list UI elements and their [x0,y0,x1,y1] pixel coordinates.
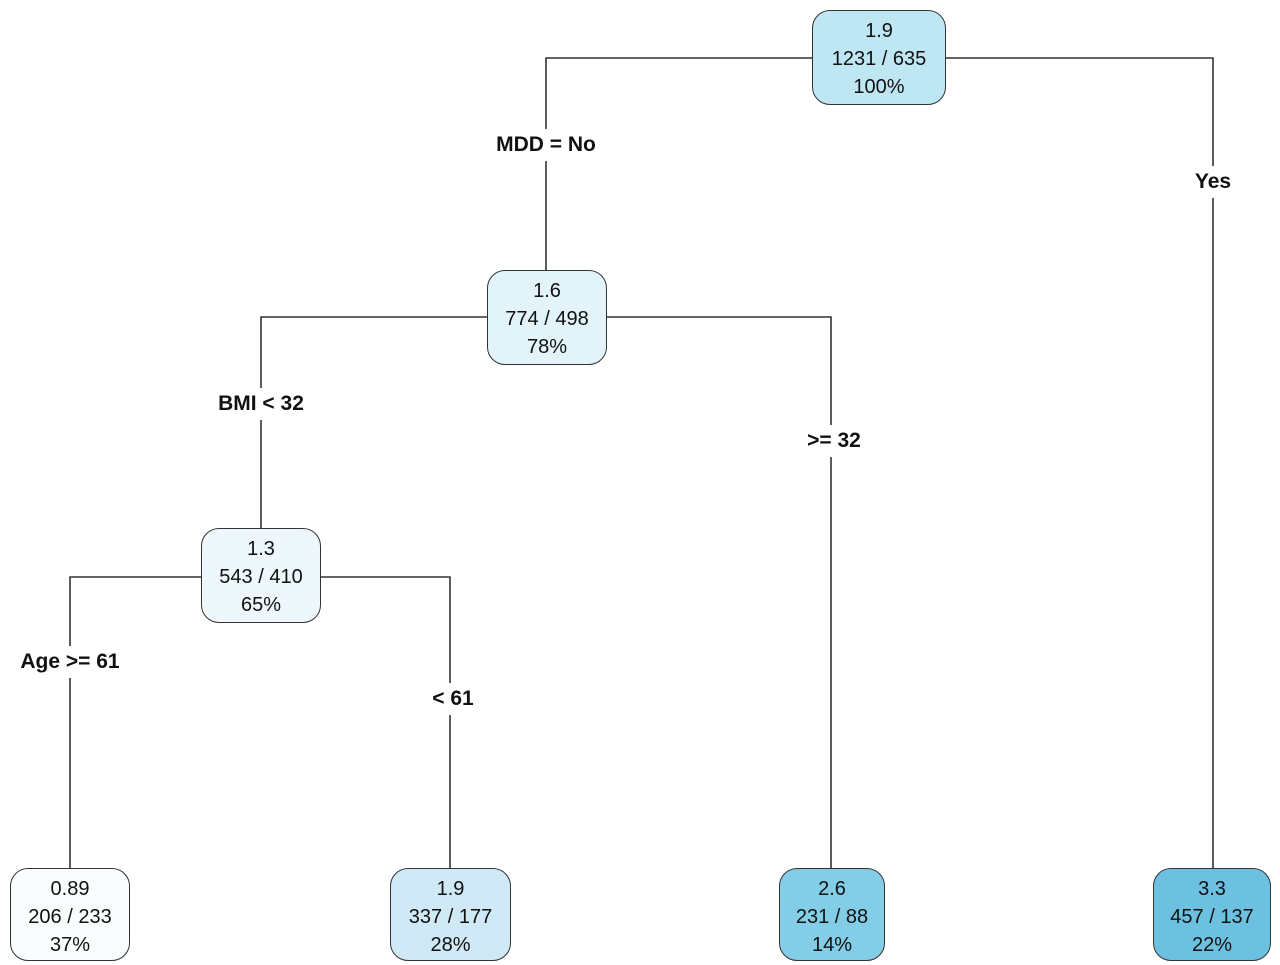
node-value: 2.6 [818,878,846,900]
edge-bmi-left [69,576,201,868]
tree-leaf-age-ge: 0.89 206 / 233 37% [10,868,130,961]
split-label-bmi-ge: >= 32 [805,425,863,457]
node-counts: 774 / 498 [505,308,589,330]
split-label-bmi-lt: BMI < 32 [216,388,306,420]
node-counts: 337 / 177 [408,906,493,928]
node-percent: 78% [526,336,568,358]
tree-leaf-age-lt: 1.9 337 / 177 28% [390,868,511,961]
node-counts: 206 / 233 [28,906,112,928]
node-counts: 457 / 137 [1170,906,1254,928]
split-label-mdd-yes: Yes [1192,166,1234,198]
edge-mdd-right [607,316,832,868]
node-percent: 100% [853,76,905,98]
edge-root-left [545,57,812,270]
edge-root-right [946,57,1214,868]
edge-bmi-right [321,576,451,868]
node-value: 1.9 [436,878,465,900]
node-counts: 231 / 88 [795,906,869,928]
node-value: 0.89 [50,878,90,900]
node-percent: 22% [1191,934,1233,956]
node-percent: 14% [811,934,853,956]
split-label-age-lt: < 61 [430,683,476,715]
node-percent: 28% [430,934,471,956]
node-counts: 543 / 410 [219,566,303,588]
edge-mdd-left [260,316,487,528]
node-value: 1.9 [865,20,893,42]
tree-leaf-mdd-yes: 3.3 457 / 137 22% [1153,868,1271,961]
node-value: 3.3 [1198,878,1226,900]
node-counts: 1231 / 635 [831,48,927,70]
node-percent: 37% [49,934,91,956]
split-label-mdd-no: MDD = No [494,129,598,161]
split-label-age-ge: Age >= 61 [18,646,122,678]
node-value: 1.3 [247,538,275,560]
tree-node-mdd-no: 1.6 774 / 498 78% [487,270,607,365]
node-percent: 65% [240,594,282,616]
node-value: 1.6 [533,280,561,302]
tree-node-bmi-lt: 1.3 543 / 410 65% [201,528,321,623]
tree-node-root: 1.9 1231 / 635 100% [812,10,946,105]
tree-leaf-bmi-ge: 2.6 231 / 88 14% [779,868,885,961]
